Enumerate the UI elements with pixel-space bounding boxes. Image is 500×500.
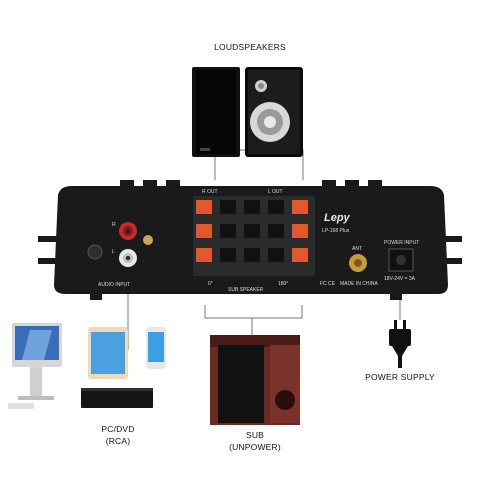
antenna-connector: [349, 254, 367, 272]
sub-label: SUB: [245, 430, 265, 440]
loudspeaker-left-image: [192, 67, 240, 157]
channel-l-label: L: [112, 249, 115, 255]
dvd-player-image: [81, 388, 153, 408]
rca-input-jacks: [119, 222, 153, 267]
subwoofer-image: [210, 335, 300, 425]
wire-sub-outputs: [204, 305, 303, 319]
brand-logo: Lepy: [324, 212, 350, 224]
channel-r-label: R: [112, 222, 116, 228]
audio-input-label: AUDIO INPUT: [98, 282, 131, 288]
made-in-label: MADE IN CHINA: [340, 281, 378, 287]
phase-180-label: 180°: [278, 281, 289, 287]
power-plug-icon: [389, 320, 411, 368]
ant-label: ANT: [352, 246, 362, 252]
sub-speaker-label: SUB SPEAKER: [228, 287, 264, 293]
tablet-image: [88, 327, 128, 379]
fcc-ce-marks: FC CE: [320, 281, 335, 287]
source-label: PC/DVD: [101, 424, 135, 434]
phase-0-label: 0°: [208, 281, 213, 287]
model-label: LP-168 Plus: [322, 228, 350, 234]
sub-sub-label: (UNPOWER): [229, 442, 281, 452]
l-out-label: L OUT: [268, 189, 283, 195]
power-input-label: POWER INPUT: [384, 240, 420, 246]
r-out-label: R OUT: [202, 189, 218, 195]
source-sub-label: (RCA): [105, 436, 131, 446]
dc-power-jack: [388, 248, 414, 272]
speaker-terminal-block: [193, 196, 315, 276]
imac-image: [8, 323, 62, 409]
phone-image: [146, 327, 166, 369]
voltage-label: 18V-24V = 3A: [384, 276, 415, 282]
loudspeaker-right-image: [245, 67, 303, 157]
power-supply-label: POWER SUPPLY: [365, 372, 435, 382]
loudspeakers-label: LOUDSPEAKERS: [214, 42, 286, 52]
